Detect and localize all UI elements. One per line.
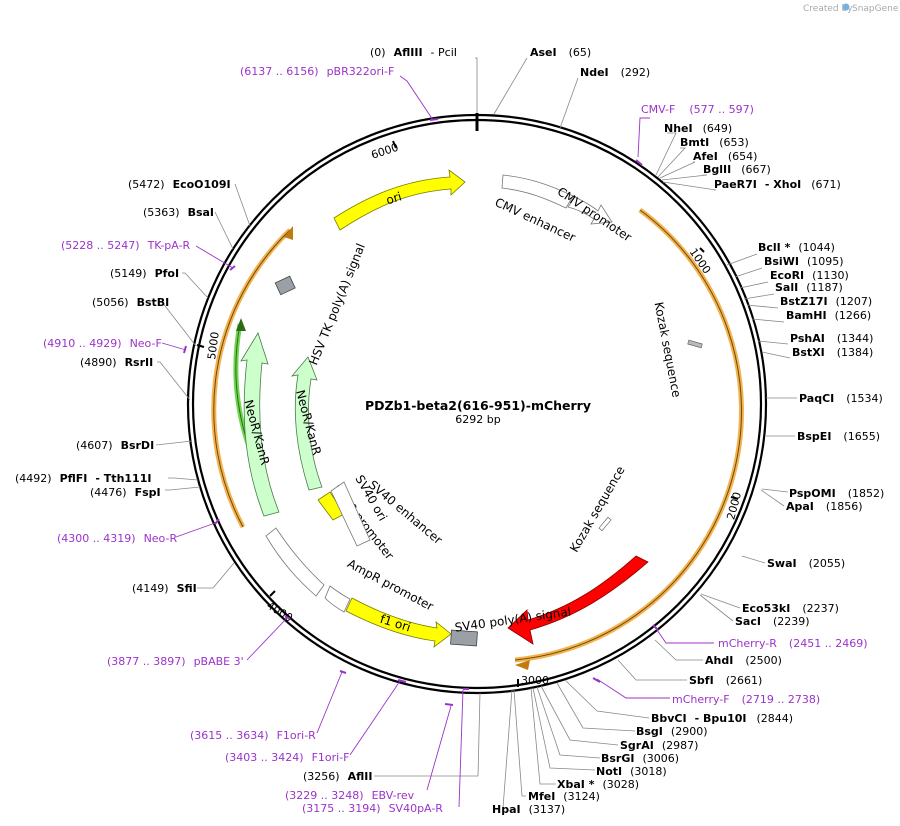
site-label-pfoi: (5149)PfoI [110, 267, 179, 280]
site-label-afei: AfeI(654) [693, 150, 757, 163]
primer-label-ebv-rev: (3229 .. 3248)EBV-rev [285, 789, 415, 802]
tick-label-3000: 3000 [521, 674, 549, 687]
site-label-bsrdi: (4607)BsrDI [76, 439, 154, 452]
site-label-apai: ApaI(1856) [786, 500, 862, 513]
site-label-bglii: BglII(667) [703, 163, 771, 176]
site-label-pshai: PshAI(1344) [790, 332, 873, 345]
cmv-enhancer-feature[interactable] [501, 174, 574, 209]
site-label-eco53ki: Eco53kI(2237) [742, 602, 839, 615]
sv40-promoter-feature[interactable] [265, 527, 325, 597]
primer-label-neo-r: (4300 .. 4319)Neo-R [57, 532, 177, 545]
neor-outer-feature[interactable] [240, 332, 280, 517]
orf-arc-right [514, 207, 744, 663]
primer-leader-lines [161, 75, 714, 808]
ori-feature[interactable] [333, 169, 466, 231]
site-label-saci: SacI(2239) [735, 615, 810, 628]
site-label-ecoo109i: (5472)EcoO109I [128, 178, 231, 191]
primer-label-pbr322ori-f: (6137 .. 6156)pBR322ori-F [240, 65, 394, 78]
site-label-ecori: EcoRI(1130) [770, 269, 849, 282]
credit-text: Created by [803, 4, 853, 14]
ori-label: ori [384, 189, 403, 207]
site-label-noti: NotI(3018) [596, 765, 667, 778]
site-label-paqci: PaqCI(1534) [799, 392, 883, 405]
brand-text: SnapGene [852, 4, 899, 14]
site-label-nhei: NheI(649) [664, 122, 732, 135]
site-label-fspi: (4476)FspI [90, 486, 161, 499]
cmv-promoter-feature[interactable] [567, 196, 613, 225]
hsv-tk-polya-feature[interactable] [274, 275, 296, 296]
site-label-aflIII: (0)AflIII- PciI [370, 46, 457, 59]
site-label-bbvci: BbvCI- Bpu10I(2844) [651, 712, 793, 725]
site-label-bsai: (5363)BsaI [143, 206, 214, 219]
plasmid-name: PDZb1-beta2(616-951)-mCherry [365, 398, 591, 413]
site-label-bamhi: BamHI(1266) [786, 309, 871, 322]
kozak-feature-2[interactable] [598, 516, 612, 532]
site-label-bmti: BmtI(653) [680, 136, 749, 149]
sv40-polya-feature[interactable] [450, 629, 478, 647]
tick-marks [196, 140, 739, 687]
site-label-xbai: XbaI *(3028) [557, 778, 639, 791]
site-label-bcli: BclI *(1044) [758, 241, 835, 254]
site-label-rsrii: (4890)RsrII [80, 356, 153, 369]
site-label-aflii: (3256)AflII [303, 770, 372, 783]
f1-ori-feature[interactable] [345, 597, 452, 648]
primer-label-neo-f: (4910 .. 4929)Neo-F [43, 337, 162, 350]
primer-label-sv40pa-r: (3175 .. 3194)SV40pA-R [302, 802, 443, 815]
kozak-label-1: Kozak sequence [652, 301, 684, 399]
site-label-bstxi: BstXI(1384) [792, 346, 873, 359]
leader-lines [155, 57, 797, 809]
snapgene-logo-icon [842, 3, 850, 11]
site-label-ndei: NdeI(292) [580, 66, 650, 79]
primer-label-tk-pa-r: (5228 .. 5247)TK-pA-R [61, 239, 191, 252]
site-label-mfei: MfeI(3124) [528, 790, 600, 803]
neor-inner-feature[interactable] [290, 356, 323, 491]
primer-label-cmv-f: CMV-F(577 .. 597) [641, 103, 754, 116]
site-label-bsiwi: BsiWI(1095) [764, 255, 844, 268]
primer-label-f1ori-f: (3403 .. 3424)F1ori-F [225, 751, 350, 764]
primer-label-f1ori-r: (3615 .. 3634)F1ori-R [190, 729, 316, 742]
site-label-sgrai: SgrAI(2987) [620, 739, 698, 752]
primer-labels: (6137 .. 6156)pBR322ori-F CMV-F(577 .. 5… [43, 65, 867, 815]
ampr-promoter-feature[interactable] [324, 585, 351, 613]
mcherry-feature[interactable] [507, 555, 649, 645]
site-label-bspei: BspEI(1655) [797, 430, 880, 443]
site-label-sbfi: SbfI(2661) [689, 674, 762, 687]
site-label-ahdi: AhdI(2500) [705, 654, 782, 667]
site-label-bsrgi: BsrGI(3006) [601, 752, 679, 765]
kozak-label-2: Kozak sequence [567, 464, 628, 555]
site-label-sali: SalI(1187) [775, 281, 843, 294]
kozak-feature-1[interactable] [687, 339, 703, 349]
site-label-hpai: HpaI(3137) [492, 803, 565, 816]
primer-label-mcherry-r: mCherry-R(2451 .. 2469) [718, 637, 867, 650]
primer-label-pbabe3: (3877 .. 3897)pBABE 3' [107, 655, 244, 668]
site-label-bstz17i: BstZ17I(1207) [780, 295, 872, 308]
hsv-tk-polya-label: HSV TK poly(A) signal [306, 241, 368, 367]
site-label-bsgi: BsgI(2900) [636, 725, 707, 738]
site-label-swai: SwaI(2055) [767, 557, 845, 570]
tick-label-5000: 5000 [205, 331, 222, 361]
enzyme-labels: (0)AflIII- PciI AseI(65) NdeI(292) NheI(… [15, 46, 884, 816]
plasmid-size: 6292 bp [455, 413, 500, 426]
sv40-enhancer-feature[interactable] [330, 481, 371, 547]
tick-label-4000: 4000 [264, 599, 295, 625]
primer-label-mcherry-f: mCherry-F(2719 .. 2738) [672, 693, 820, 706]
tick-label-6000: 6000 [369, 141, 400, 162]
primer-marks [183, 118, 659, 706]
site-label-sfii: (4149)SfiI [132, 582, 197, 595]
site-label-asei: AseI(65) [530, 46, 591, 59]
site-label-paer7i: PaeR7I- XhoI(671) [714, 178, 841, 191]
site-label-pflfi: (4492)PflFI- Tth111I [15, 472, 151, 485]
site-label-bstbi: (5056)BstBI [92, 296, 169, 309]
site-label-pspomi: PspOMI(1852) [789, 487, 884, 500]
